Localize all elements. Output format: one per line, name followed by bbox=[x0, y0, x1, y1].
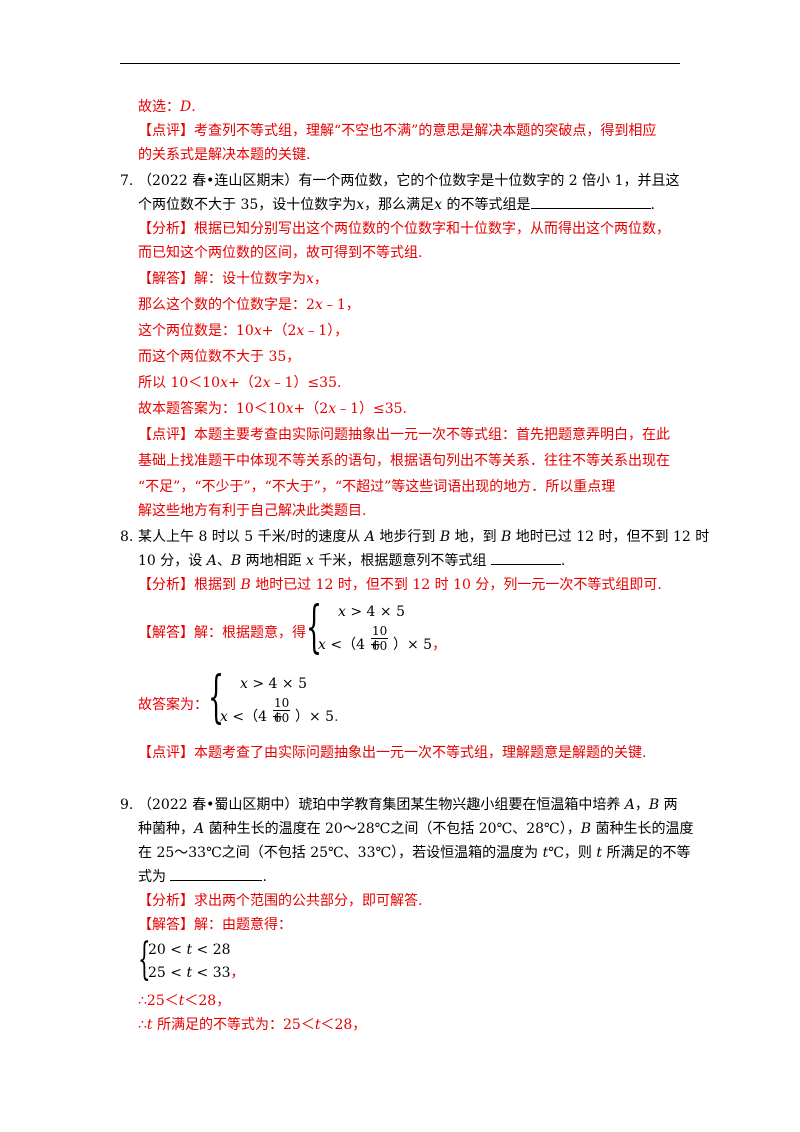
q9-answer-blank bbox=[170, 868, 263, 881]
prev-answer-line: 故选：D. bbox=[138, 99, 196, 115]
q8-answer-blank bbox=[490, 552, 561, 565]
q8-answer-label: 故答案为： bbox=[138, 697, 208, 713]
prev-comment-line-2: 的关系式是解决本题的关键. bbox=[138, 147, 311, 163]
q8-system-2-row-1: x > 4 × 5 bbox=[240, 676, 307, 692]
q9-system-row-1: 20 < t < 28 bbox=[148, 942, 231, 958]
q8-question-line-2: 10 分，设 A、B 两地相距 x 千米，根据题意列不等式组 . bbox=[138, 552, 566, 569]
q9-conclusion-line-2: ∴t 所满足的不等式为：25＜t＜28， bbox=[138, 1017, 367, 1033]
q8-system-1-brace: { bbox=[306, 595, 323, 660]
q7-question-line-1: （2022 春•连山区期末）有一个两位数，它的个位数字是十位数字的 2 倍小 1… bbox=[138, 173, 680, 189]
q8-system-1-row-2: x <（4 + bbox=[318, 637, 382, 653]
q7-number: 7. bbox=[120, 173, 134, 189]
q8-system-1-row-2-tail: ）× 5， bbox=[393, 637, 447, 653]
q7-solution-line-4: 而这个两位数不大于 35， bbox=[138, 349, 301, 365]
q8-question-line-1: 某人上午 8 时以 5 千米/时的速度从 A 地步行到 B 地，到 B 地时已过… bbox=[138, 529, 710, 545]
prev-comment-line-1: 【点评】考查列不等式组，理解“不空也不满”的意思是解决本题的突破点，得到相应 bbox=[138, 123, 657, 139]
q9-solution-line: 【解答】解：由题意得： bbox=[138, 917, 292, 933]
q7-answer-blank bbox=[530, 196, 651, 209]
q9-number: 9. bbox=[120, 797, 134, 813]
q7-solution-line-5: 所以 10＜10x+（2x﹣1）≤35. bbox=[138, 375, 342, 391]
q8-number: 8. bbox=[120, 529, 134, 545]
q7-solution-line-3: 这个两位数是：10x+（2x﹣1）， bbox=[138, 323, 349, 339]
q7-solution-line-2: 那么这个数的个位数字是：2x﹣1， bbox=[138, 297, 360, 313]
q7-analysis-line-2: 而已知这个两位数的区间，故可得到不等式组. bbox=[138, 245, 423, 261]
q9-system-row-2: 25 < t < 33， bbox=[148, 965, 245, 981]
q9-question-line-4: 式为 . bbox=[138, 868, 267, 885]
q8-system-2-row-2: x <（4 + bbox=[220, 709, 284, 725]
q7-comment-line-4: 解这些地方有利于自己解决此类题目. bbox=[138, 503, 367, 519]
q7-solution-line-1: 【解答】解：设十位数字为x， bbox=[138, 271, 328, 287]
q7-question-line-2: 个两位数不大于 35，设十位数字为x，那么满足x 的不等式组是. bbox=[138, 196, 655, 213]
q9-system-brace: { bbox=[138, 934, 151, 985]
header-rule bbox=[120, 63, 680, 64]
q9-question-line-2: 种菌种，A 菌种生长的温度在 20～28℃之间（不包括 20℃、28℃），B 菌… bbox=[138, 821, 694, 837]
q8-system-2-row-2-tail: ）× 5. bbox=[295, 709, 339, 725]
q8-system-1-row-1: x > 4 × 5 bbox=[338, 604, 405, 620]
q7-solution-line-6: 故本题答案为：10＜10x+（2x﹣1）≤35. bbox=[138, 401, 407, 417]
q9-question-line-3: 在 25～33℃之间（不包括 25℃、33℃），若设恒温箱的温度为 t℃，则 t… bbox=[138, 845, 691, 861]
q7-analysis-line-1: 【分析】根据已知分别写出这个两位数的个位数字和十位数字，从而得出这个两位数， bbox=[138, 221, 670, 237]
q7-comment-line-1: 【点评】本题主要考查由实际问题抽象出一元一次不等式组：首先把题意弄明白，在此 bbox=[138, 427, 670, 443]
q8-comment-line: 【点评】本题考查了由实际问题抽象出一元一次不等式组，理解题意是解题的关键. bbox=[138, 745, 647, 761]
q7-comment-line-2: 基础上找准题干中体现不等关系的语句，根据语句列出不等关系．往往不等关系出现在 bbox=[138, 453, 670, 469]
q8-solution-line: 【解答】解：根据题意，得 bbox=[138, 625, 306, 641]
q8-analysis-line: 【分析】根据到 B 地时已过 12 时，但不到 12 时 10 分，列一元一次不… bbox=[138, 577, 662, 593]
q9-question-line-1: （2022 春•蜀山区期中）琥珀中学教育集团某生物兴趣小组要在恒温箱中培养 A，… bbox=[138, 797, 678, 813]
q7-comment-line-3: “不足”，“不少于”，“不大于”，“不超过”等这些词语出现的地方．所以重点理 bbox=[138, 479, 616, 495]
q8-system-2-brace: { bbox=[208, 665, 225, 730]
q9-analysis-line: 【分析】求出两个范围的公共部分，即可解答. bbox=[138, 893, 423, 909]
q9-conclusion-line-1: ∴25＜t＜28， bbox=[138, 993, 231, 1009]
